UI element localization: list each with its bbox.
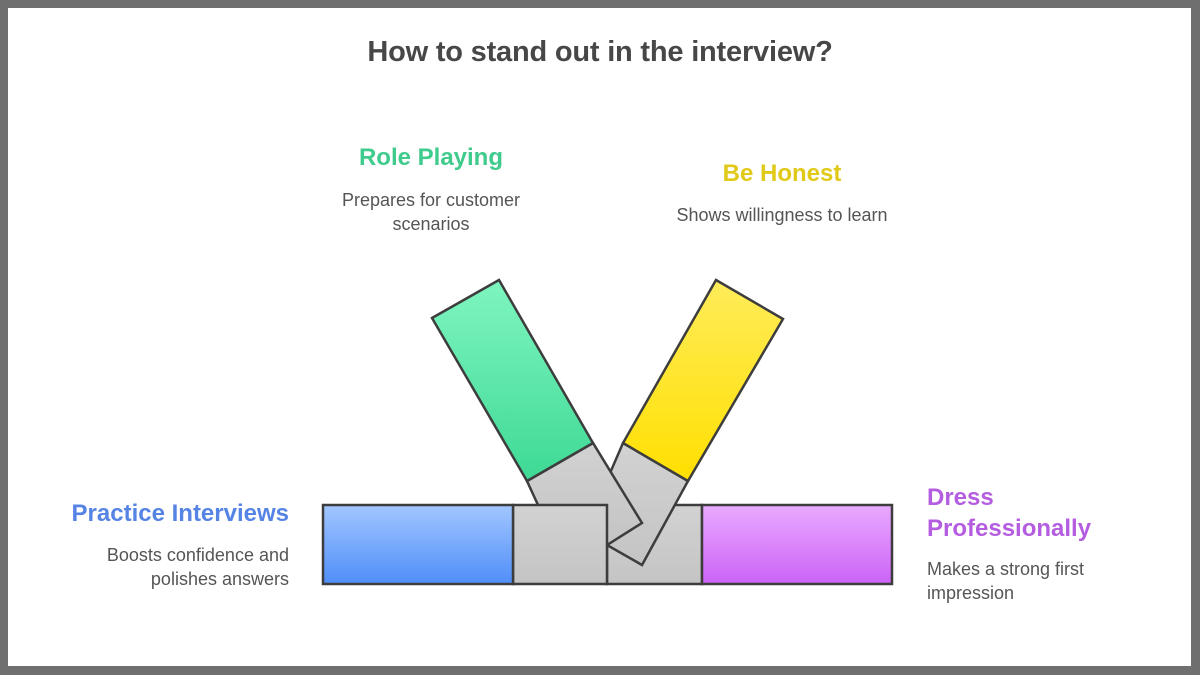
role-playing-description: Prepares for customer scenarios: [341, 190, 521, 234]
practice-interviews-description: Boosts confidence and polishes answers: [106, 545, 289, 589]
dress-professionally-bar: [700, 503, 894, 586]
dress-professionally-description: Makes a strong first impression: [927, 559, 1085, 603]
practice-interviews-label: Practice Interviews Boosts confidence an…: [40, 498, 289, 591]
connector-left-segment: [511, 503, 609, 586]
role-playing-bar: [430, 278, 595, 483]
role-playing-heading: Role Playing: [358, 144, 504, 171]
be-honest-description: Shows willingness to learn: [676, 205, 888, 225]
practice-interviews-bar: [321, 503, 515, 586]
be-honest-bar: [621, 278, 785, 483]
role-playing-label: Role Playing Prepares for customer scena…: [313, 142, 549, 236]
page-title: How to stand out in the interview?: [367, 36, 833, 68]
be-honest-label: Be Honest Shows willingness to learn: [642, 158, 922, 227]
dress-professionally-label: Dress Professionally Makes a strong firs…: [927, 482, 1167, 605]
practice-interviews-heading: Practice Interviews: [71, 500, 289, 527]
dress-professionally-heading: Dress Professionally: [927, 484, 1092, 542]
be-honest-heading: Be Honest: [722, 160, 842, 187]
